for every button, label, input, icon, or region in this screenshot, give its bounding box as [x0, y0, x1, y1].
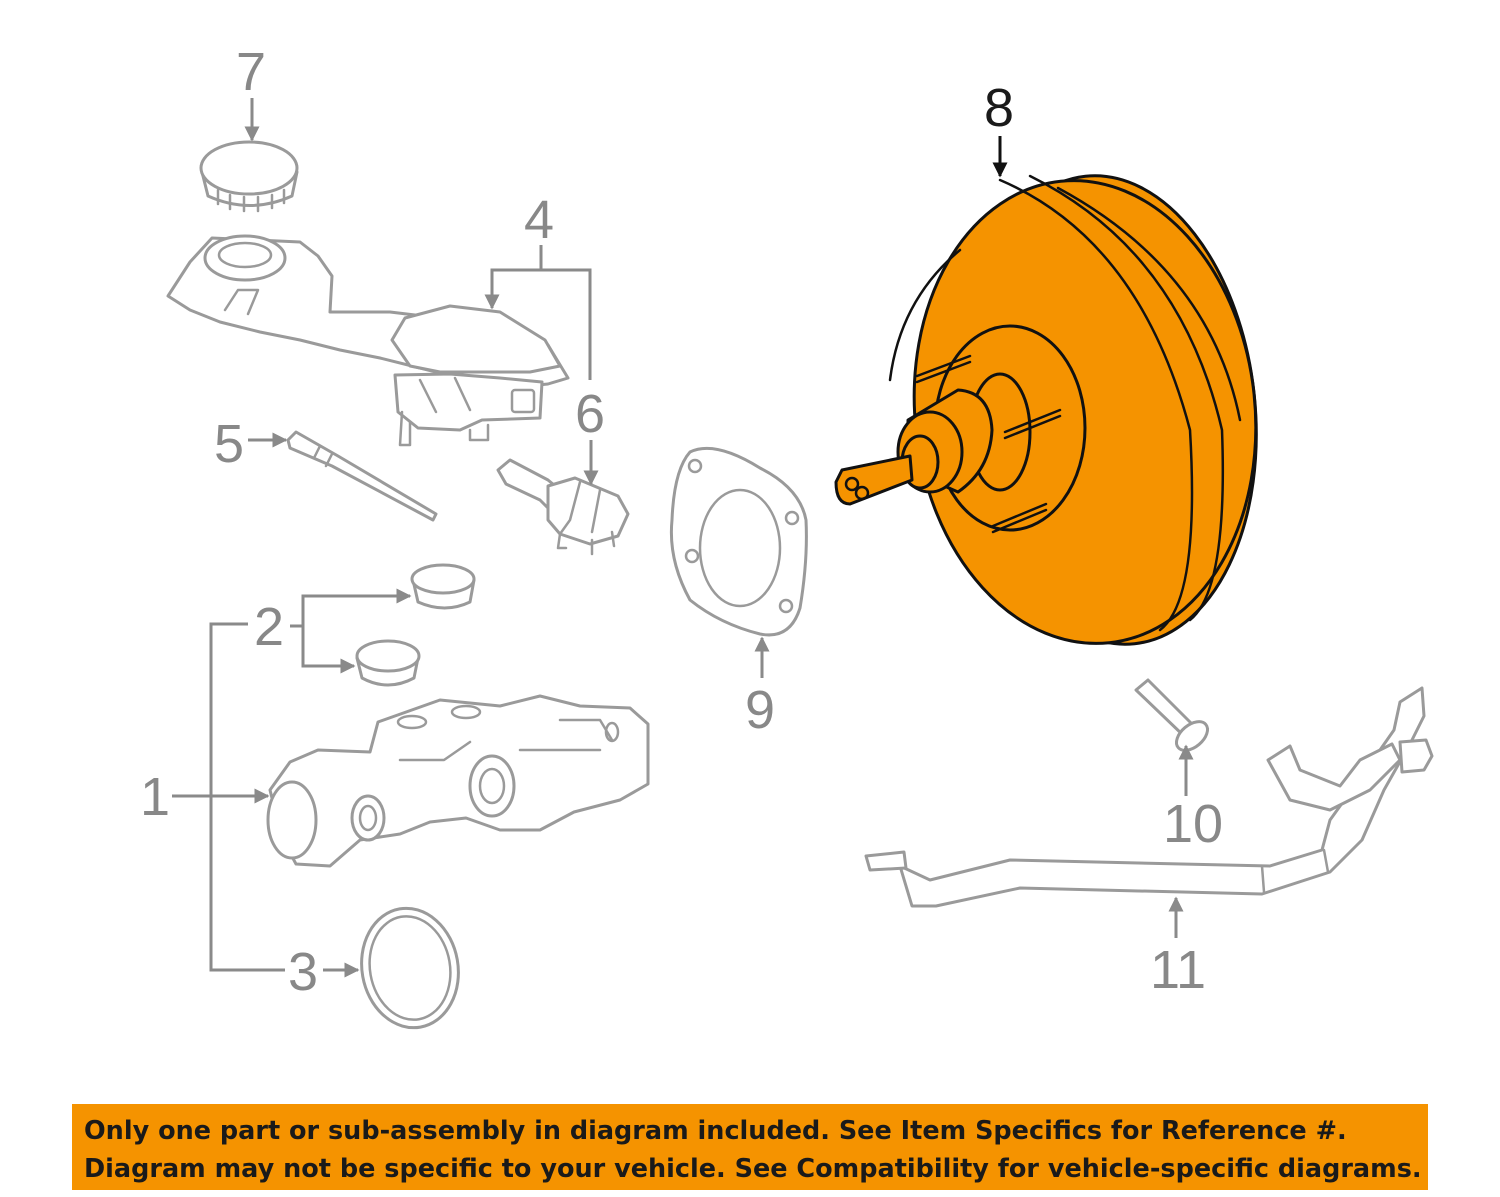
reservoir-cap-part — [199, 140, 299, 213]
parts-diagram: 1 2 3 4 5 6 7 8 9 10 11 — [140, 42, 1434, 1030]
disclaimer-banner: Only one part or sub-assembly in diagram… — [72, 1104, 1428, 1190]
reservoir-part — [166, 234, 570, 447]
gasket-part — [669, 446, 808, 637]
pin-part — [286, 430, 438, 522]
master-cylinder-part — [266, 694, 650, 868]
callout-4: 4 — [524, 190, 554, 250]
callout-2: 2 — [254, 597, 284, 657]
callout-10: 10 — [1163, 794, 1223, 854]
fluid-level-sensor-part — [496, 458, 630, 556]
stud-part — [1134, 678, 1209, 752]
callout-6: 6 — [575, 384, 605, 444]
callout-9: 9 — [745, 680, 775, 740]
callout-5: 5 — [214, 414, 244, 474]
brake-booster-part — [834, 174, 1258, 646]
grommet-upper-part — [410, 563, 476, 610]
callout-7: 7 — [236, 42, 266, 102]
vacuum-hose-part — [864, 686, 1434, 908]
callout-3: 3 — [288, 942, 318, 1002]
seal-ring-part — [360, 906, 460, 1030]
leader-lines — [172, 98, 1194, 978]
grommet-lower-part — [355, 639, 421, 687]
disclaimer-line-1: Only one part or sub-assembly in diagram… — [84, 1116, 1347, 1146]
callout-1: 1 — [140, 767, 170, 827]
disclaimer-line-2: Diagram may not be specific to your vehi… — [84, 1154, 1422, 1184]
callout-11: 11 — [1150, 940, 1206, 1000]
callout-8: 8 — [984, 78, 1014, 138]
